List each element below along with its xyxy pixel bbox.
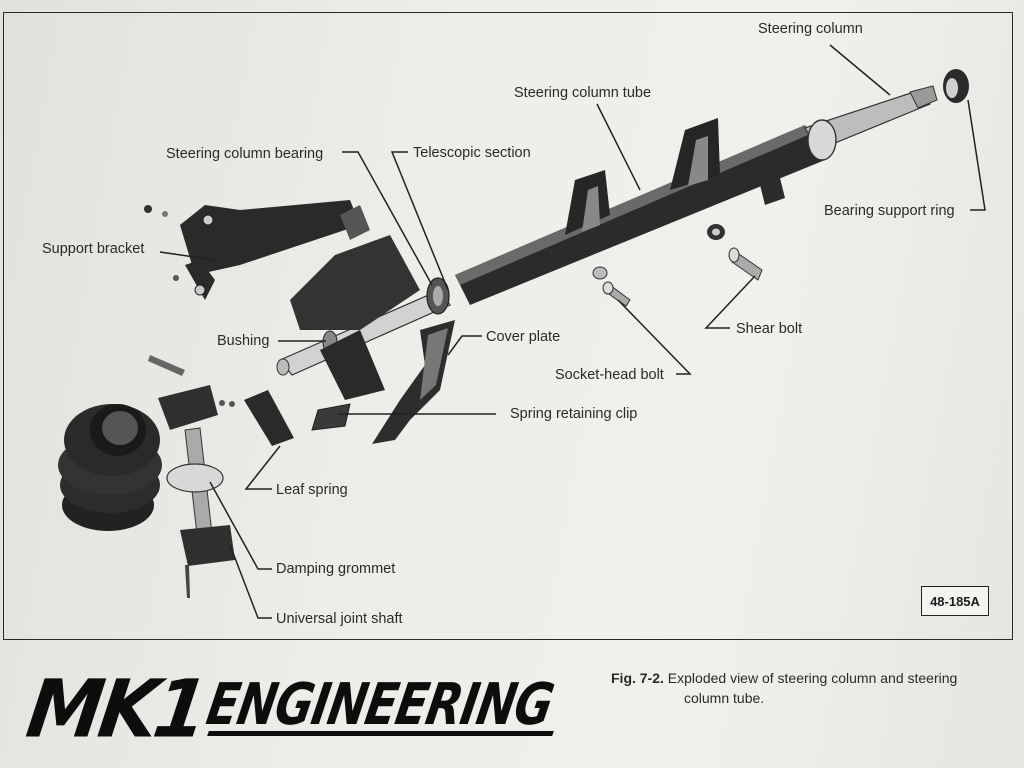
caption-line-2: column tube.: [684, 690, 765, 706]
label-cover-plate: Cover plate: [486, 329, 561, 345]
socket-head-bolt-part: [592, 266, 631, 307]
leader-lines: [159, 44, 986, 619]
label-steering-column-tube: Steering column tube: [514, 85, 652, 101]
label-steering-column-bearing: Steering column bearing: [166, 146, 324, 162]
logo-mk1-text: MK1: [21, 661, 210, 756]
figure-id-box: 48-185A: [921, 586, 989, 616]
support-bracket-part: [144, 200, 420, 400]
bearing-support-ring-part: [943, 69, 969, 103]
label-bushing: Bushing: [217, 333, 270, 349]
universal-joint-shaft-part: [148, 355, 235, 598]
figure-caption: Fig. 7-2. Exploded view of steering colu…: [611, 668, 1011, 708]
shear-bolt-part: [707, 224, 763, 281]
caption-figure-number: Fig. 7-2.: [611, 670, 664, 686]
label-damping-grommet: Damping grommet: [276, 561, 396, 577]
label-steering-column: Steering column: [758, 21, 863, 37]
caption-line-1: Exploded view of steering column and ste…: [667, 670, 958, 686]
label-leaf-spring: Leaf spring: [276, 482, 348, 498]
label-universal-joint-shaft: Universal joint shaft: [276, 611, 403, 627]
label-socket-head-bolt: Socket-head bolt: [555, 367, 664, 383]
leaf-spring-part: [244, 390, 294, 446]
figure-frame: [3, 12, 1013, 640]
label-shear-bolt: Shear bolt: [736, 321, 803, 337]
label-support-bracket: Support bracket: [42, 241, 145, 257]
spring-retaining-clip-part: [311, 403, 351, 431]
steering-column-tube-part: [455, 118, 825, 305]
steering-column-shaft-part: [804, 85, 938, 161]
cover-plate-part: [372, 320, 455, 444]
label-spring-retaining-clip: Spring retaining clip: [510, 406, 638, 422]
rubber-boot-part: [58, 404, 162, 531]
label-bearing-support-ring: Bearing support ring: [824, 203, 955, 219]
logo-engineering-text: ENGINEERING: [202, 670, 558, 738]
label-telescopic-section: Telescopic section: [413, 145, 531, 161]
logo-underline: [207, 731, 554, 736]
mk1-engineering-logo: MK1 ENGINEERING: [21, 660, 558, 755]
